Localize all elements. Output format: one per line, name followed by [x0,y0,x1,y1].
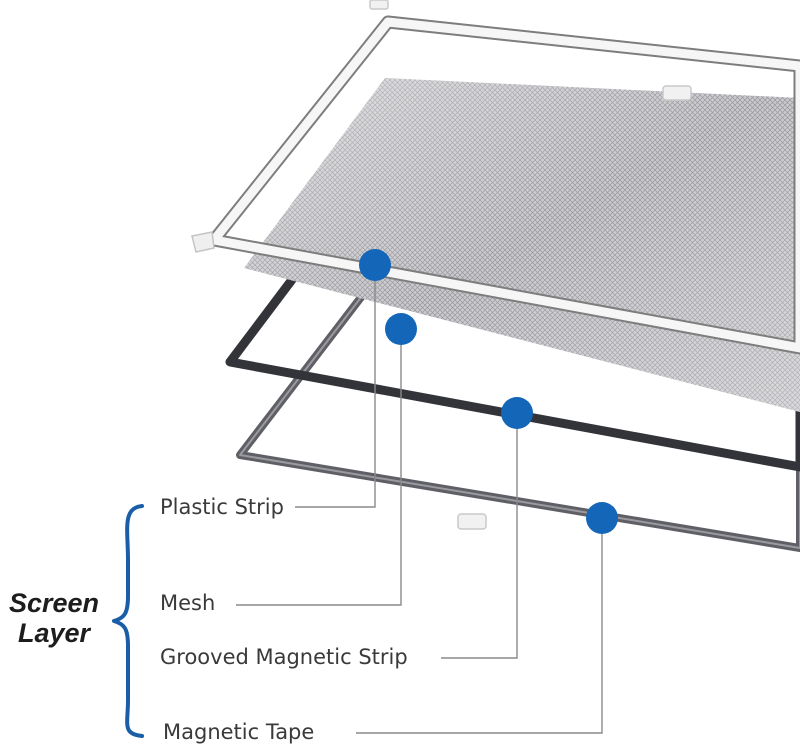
leader-line-magnetic-tape [356,518,602,733]
curly-brace [114,506,142,736]
corner-clip [663,86,691,100]
label-magnetic-tape: Magnetic Tape [163,720,314,744]
mesh-sheet [244,78,800,412]
screen-layer-title-line1: Screen [2,588,106,618]
corner-clip [458,514,486,529]
corner-clip [370,0,388,9]
screen-layer-title-line2: Layer [2,618,106,648]
marker-dot-plastic-strip [359,249,391,281]
leader-line-grooved-magnetic-strip [441,413,517,658]
marker-dot-grooved-magnetic-strip [501,397,533,429]
label-mesh: Mesh [160,591,215,615]
label-grooved-magnetic-strip: Grooved Magnetic Strip [160,645,408,669]
marker-dot-mesh [385,313,417,345]
screen-layer-title: Screen Layer [2,588,106,648]
marker-dot-magnetic-tape [586,502,618,534]
label-plastic-strip: Plastic Strip [160,495,284,519]
corner-clip [192,232,214,252]
